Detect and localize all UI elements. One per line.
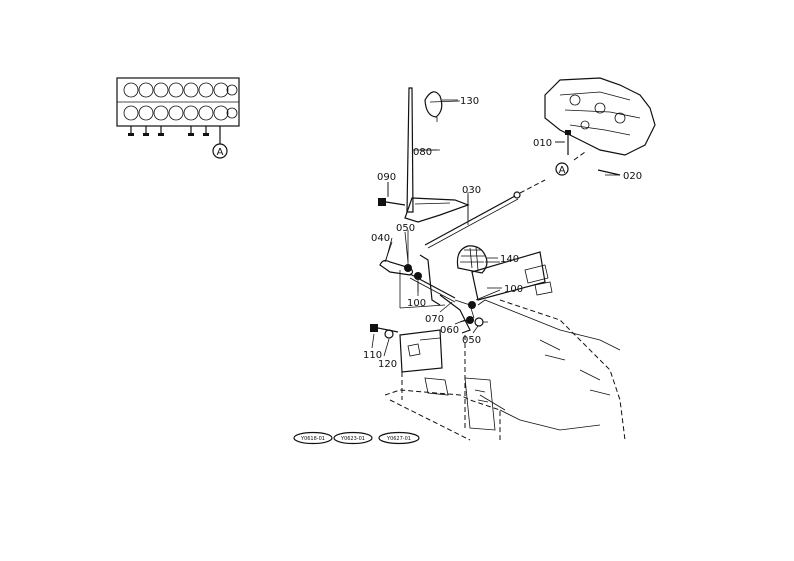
leader-lines (371, 99, 620, 357)
footer-badge-3: Y0627-01 (386, 436, 411, 442)
reference-mark-a-right: A (559, 165, 566, 176)
control-valve-inset: A (116, 77, 240, 159)
mount-bracket (370, 324, 443, 400)
footer-badges: Y0618-01 Y0623-01 Y0627-01 (293, 431, 420, 445)
callout-110: 110 (363, 350, 382, 361)
lower-housing-outline (384, 299, 626, 441)
linkage-plate (439, 251, 621, 351)
shift-lever-assembly (404, 87, 470, 223)
callout-060: 060 (440, 325, 459, 336)
callout-050-lower: 050 (462, 335, 481, 346)
reference-mark-circle (555, 162, 569, 176)
housing-inset: A (544, 77, 656, 176)
cross-shaft-assembly (379, 230, 456, 309)
lever-knob (424, 91, 443, 118)
callout-030: 030 (462, 185, 481, 196)
lever-rod (406, 87, 414, 213)
callout-120: 120 (378, 359, 397, 370)
footer-badge-frame (378, 431, 420, 445)
footer-badge-1: Y0618-01 (300, 436, 325, 442)
callout-010: 010 (533, 138, 552, 149)
footer-badge-2: Y0623-01 (340, 436, 365, 442)
footer-badge-frame (333, 431, 373, 445)
callout-100-left: 100 (407, 298, 426, 309)
reference-mark-a-left: A (217, 147, 224, 158)
bolt-090 (378, 182, 406, 206)
lever-bracket (404, 197, 470, 223)
callout-140: 140 (500, 254, 519, 265)
callout-050-upper: 050 (396, 223, 415, 234)
callout-080: 080 (413, 147, 432, 158)
callout-070: 070 (425, 314, 444, 325)
reference-mark-circle (212, 143, 228, 159)
boot-140 (456, 245, 500, 274)
callout-040: 040 (371, 233, 390, 244)
footer-badge-frame (293, 431, 333, 445)
callout-130: 130 (460, 96, 479, 107)
callout-100-right: 100 (504, 284, 523, 295)
callout-020: 020 (623, 171, 642, 182)
callout-090: 090 (377, 172, 396, 183)
